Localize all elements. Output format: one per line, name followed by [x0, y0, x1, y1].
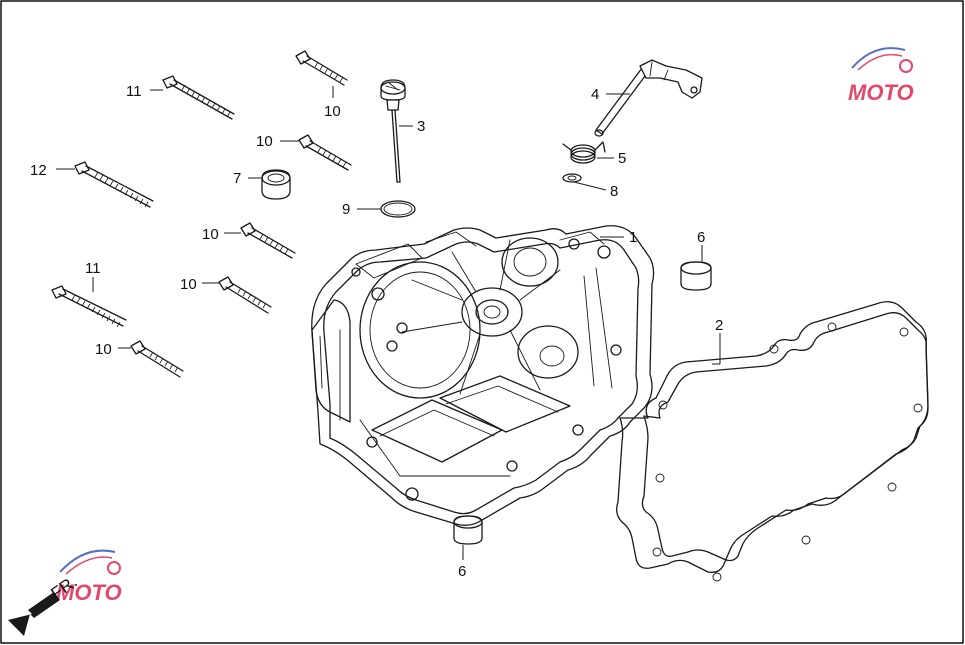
bolt-11-top: [162, 75, 235, 120]
bolt-12: [74, 161, 154, 208]
callout-5: 5: [618, 150, 626, 167]
callout-8: 8: [610, 183, 618, 200]
clutch-lever-shaft-part-4: [594, 59, 703, 137]
callout-labels: 1 2 3 4 5 6 6 7 8 9 10 10 10 10 10 11 11…: [30, 83, 723, 580]
callout-6-lower: 6: [458, 563, 466, 580]
callout-4: 4: [591, 86, 599, 103]
callout-12: 12: [30, 162, 47, 179]
callout-2: 2: [715, 317, 723, 334]
callout-10-top: 10: [324, 103, 341, 120]
dowel-pin-part-6-upper: [680, 261, 712, 291]
svg-text:MOTO: MOTO: [56, 580, 122, 605]
callout-3: 3: [417, 118, 425, 135]
oil-dipstick-part-3: [380, 79, 406, 183]
collar-part-7: [261, 169, 291, 200]
callout-10-left-upper: 10: [202, 226, 219, 243]
bolt-10-top: [295, 50, 348, 86]
leader-lines: [56, 86, 721, 560]
callout-7: 7: [233, 170, 241, 187]
callout-1: 1: [629, 229, 637, 246]
callout-10-left-middle: 10: [180, 276, 197, 293]
bolt-10-left-upper: [240, 222, 296, 259]
callout-11-top: 11: [126, 83, 142, 100]
bolt-11-left: [51, 285, 127, 328]
callout-10-left-lower: 10: [95, 341, 112, 358]
callout-9: 9: [342, 201, 350, 218]
watermark-logo-bottom-left: MOTO: [56, 549, 122, 605]
callout-6-upper: 6: [697, 229, 705, 246]
bolt-10-left-middle: [218, 276, 272, 314]
front-arrow-icon: [8, 592, 60, 636]
washer-part-8: [562, 173, 582, 183]
o-ring-part-9: [380, 200, 416, 218]
dowel-pin-part-6-lower: [453, 515, 483, 545]
svg-text:MOTO: MOTO: [848, 80, 914, 105]
crankcase-cover-gasket-part-2: [616, 301, 929, 582]
watermark-logo-top-right: MOTO: [848, 47, 914, 105]
callout-11-left: 11: [85, 260, 101, 277]
right-crankcase-cover-part-1: [311, 225, 655, 526]
return-spring-part-5: [562, 141, 606, 164]
callout-10-second: 10: [256, 133, 273, 150]
bolt-10-second: [298, 134, 352, 171]
bolt-10-left-lower: [130, 340, 184, 378]
